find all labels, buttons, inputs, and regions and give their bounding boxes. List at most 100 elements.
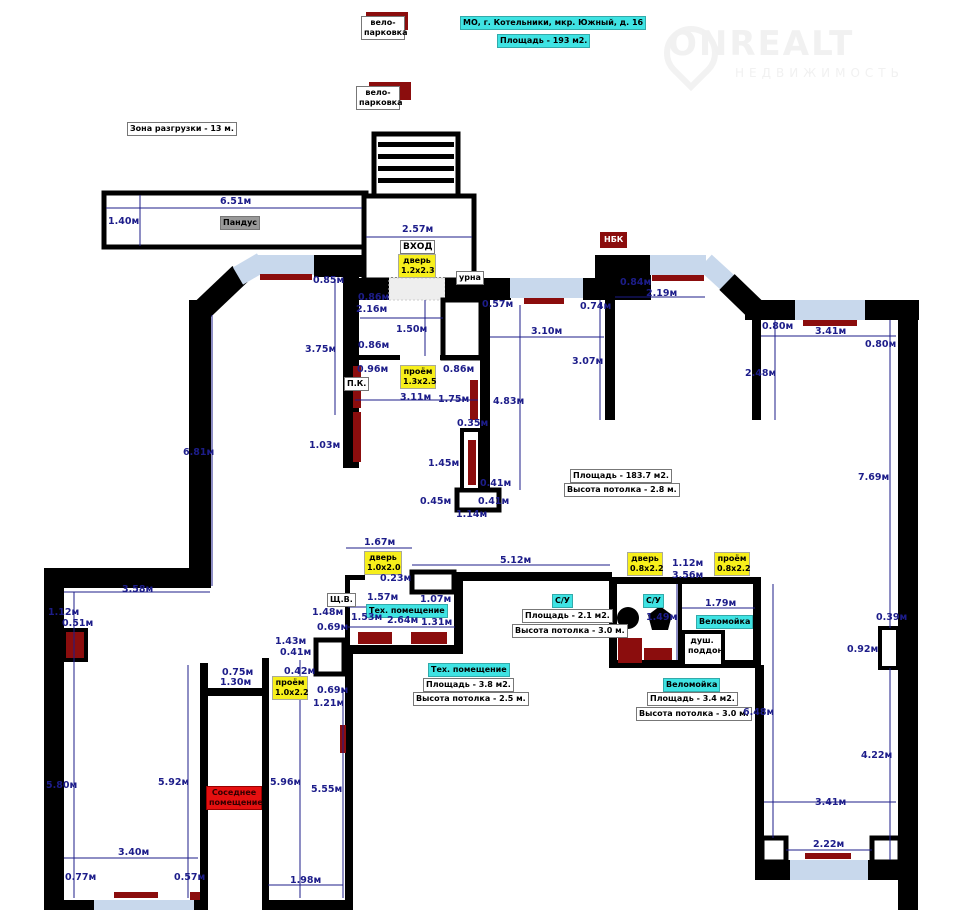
dimension-label: 0.57м bbox=[174, 872, 206, 883]
dimension-label: 4.22м bbox=[861, 750, 893, 761]
dimension-label: 0.74м bbox=[580, 301, 612, 312]
neighbor-room-label: Соседнее помещение bbox=[206, 786, 263, 810]
dimension-label: 0.45м bbox=[420, 496, 452, 507]
bike-wash-label: Веломойка bbox=[663, 678, 721, 692]
wc-small-label: С/У bbox=[643, 594, 664, 608]
dimension-label: 1.30м bbox=[220, 677, 252, 688]
dimension-label: 0.85м bbox=[313, 275, 345, 286]
watermark-brand: ONREALT bbox=[668, 24, 855, 64]
dimension-label: 2.22м bbox=[813, 839, 845, 850]
wc-label: С/У bbox=[552, 594, 573, 608]
wc-area-label: Площадь - 2.1 м2. bbox=[522, 609, 613, 623]
dimension-label: 1.79м bbox=[705, 598, 737, 609]
dimension-label: 3.75м bbox=[305, 344, 337, 355]
opening-label: проём 1.3х2.5 bbox=[400, 365, 437, 389]
dimension-label: 1.40м bbox=[108, 216, 140, 227]
dimension-label: 4.83м bbox=[493, 396, 525, 407]
dimension-label: 3.40м bbox=[118, 847, 150, 858]
main-ceiling-label: Высота потолка - 2.8 м. bbox=[564, 483, 680, 497]
dimension-label: 3.58м bbox=[122, 584, 154, 595]
dimension-label: 1.12м bbox=[672, 558, 704, 569]
fire-cabinet-label: П.К. bbox=[344, 377, 370, 391]
total-area-label: Площадь - 193 м2. bbox=[497, 34, 591, 48]
dimension-lines bbox=[64, 195, 896, 898]
dimension-label: 0.41м bbox=[480, 478, 512, 489]
dimension-label: 2.48м bbox=[745, 368, 777, 379]
dimension-label: 6.48м bbox=[743, 707, 775, 718]
bike-wash-ceiling-label: Высота потолка - 3.0 м. bbox=[636, 707, 752, 721]
dimension-label: 0.84м bbox=[620, 277, 652, 288]
dimension-label: 0.86м bbox=[358, 292, 390, 303]
dimension-label: 1.31м bbox=[421, 617, 453, 628]
shower-tray-label: душ. поддон bbox=[686, 635, 723, 657]
dimension-label: 5.96м bbox=[270, 777, 302, 788]
dimension-label: 3.41м bbox=[815, 797, 847, 808]
dimension-label: 0.75м bbox=[222, 667, 254, 678]
dimension-label: 6.81м bbox=[183, 447, 215, 458]
dimension-label: 1.98м bbox=[290, 875, 322, 886]
dimension-label: 1.57м bbox=[367, 592, 399, 603]
tech-area-label: Площадь - 3.8 м2. bbox=[423, 678, 514, 692]
dimension-label: 0.80м bbox=[865, 339, 897, 350]
dimension-label: 0.69м bbox=[317, 685, 349, 696]
dimension-label: 3.56м bbox=[672, 570, 704, 581]
bike-wash-small-label: Веломойка bbox=[696, 615, 754, 629]
entrance-door-label: дверь 1.2х2.3 bbox=[398, 254, 436, 278]
dimension-label: 5.92м bbox=[158, 777, 190, 788]
dimension-label: 1.07м bbox=[420, 594, 452, 605]
dimension-label: 0.77м bbox=[65, 872, 97, 883]
wash-opening-label: проём 0.8х2.2 bbox=[714, 552, 751, 576]
dimension-label: 2.64м bbox=[387, 615, 419, 626]
dimension-label: 1.49м bbox=[646, 612, 678, 623]
bike-parking-label: вело-парковка bbox=[361, 16, 407, 40]
dimension-label: 1.12м bbox=[48, 607, 80, 618]
dimension-label: 3.10м bbox=[531, 326, 563, 337]
walls bbox=[44, 131, 919, 910]
dimension-label: 0.96м bbox=[357, 364, 389, 375]
dimension-label: 1.21м bbox=[313, 698, 345, 709]
dimension-label: 1.14м bbox=[456, 509, 488, 520]
tech-door-label: дверь 1.0х2.0 bbox=[364, 551, 402, 575]
dimension-label: 1.45м bbox=[428, 458, 460, 469]
dimension-label: 1.43м bbox=[275, 636, 307, 647]
dimension-label: 0.51м bbox=[62, 618, 94, 629]
dimension-label: 5.55м bbox=[311, 784, 343, 795]
dimension-label: 0.80м bbox=[762, 321, 794, 332]
wc-ceiling-label: Высота потолка - 3.0 м. bbox=[512, 624, 628, 638]
dimension-label: 7.69м bbox=[858, 472, 890, 483]
dimension-label: 3.41м bbox=[815, 326, 847, 337]
dimension-label: 0.41м bbox=[478, 496, 510, 507]
left-opening-label: проём 1.0х2.2 bbox=[272, 676, 309, 700]
dimension-label: 1.03м bbox=[309, 440, 341, 451]
bike-parking-label: вело-парковка bbox=[356, 86, 402, 110]
dimension-label: 6.51м bbox=[220, 196, 252, 207]
ramp-label: Пандус bbox=[220, 216, 261, 230]
dimension-label: 2.19м bbox=[646, 288, 678, 299]
tech-room-label: Тех. помещение bbox=[428, 663, 510, 677]
dimension-label: 5.80м bbox=[46, 780, 78, 791]
entrance-label: ВХОД bbox=[400, 240, 436, 254]
bin-label: урна bbox=[456, 271, 484, 285]
wc-door-label: дверь 0.8х2.2 bbox=[627, 552, 664, 576]
dimension-label: 3.11м bbox=[400, 392, 432, 403]
dimension-label: 0.35м bbox=[457, 418, 489, 429]
unloading-zone-label: Зона разгрузки - 13 м. bbox=[127, 122, 237, 136]
dimension-label: 0.86м bbox=[358, 340, 390, 351]
dimension-label: 1.48м bbox=[312, 607, 344, 618]
tech-ceiling-label: Высота потолка - 2.5 м. bbox=[413, 692, 529, 706]
dimension-label: 0.86м bbox=[443, 364, 475, 375]
dimension-label: 0.42м bbox=[284, 666, 316, 677]
panel-label: Щ.В. bbox=[327, 593, 356, 607]
dimension-label: 3.07м bbox=[572, 356, 604, 367]
dimension-label: 2.16м bbox=[356, 304, 388, 315]
dimension-label: 0.41м bbox=[280, 647, 312, 658]
dimension-label: 1.75м bbox=[438, 394, 470, 405]
dimension-label: 0.92м bbox=[847, 644, 879, 655]
dimension-label: 0.57м bbox=[482, 299, 514, 310]
dimension-label: 0.69м bbox=[317, 622, 349, 633]
dimension-label: 0.39м bbox=[876, 612, 908, 623]
watermark-subtitle: НЕДВИЖИМОСТЬ bbox=[735, 66, 904, 80]
tech-room-small-label: Тех. помещение bbox=[366, 604, 448, 618]
